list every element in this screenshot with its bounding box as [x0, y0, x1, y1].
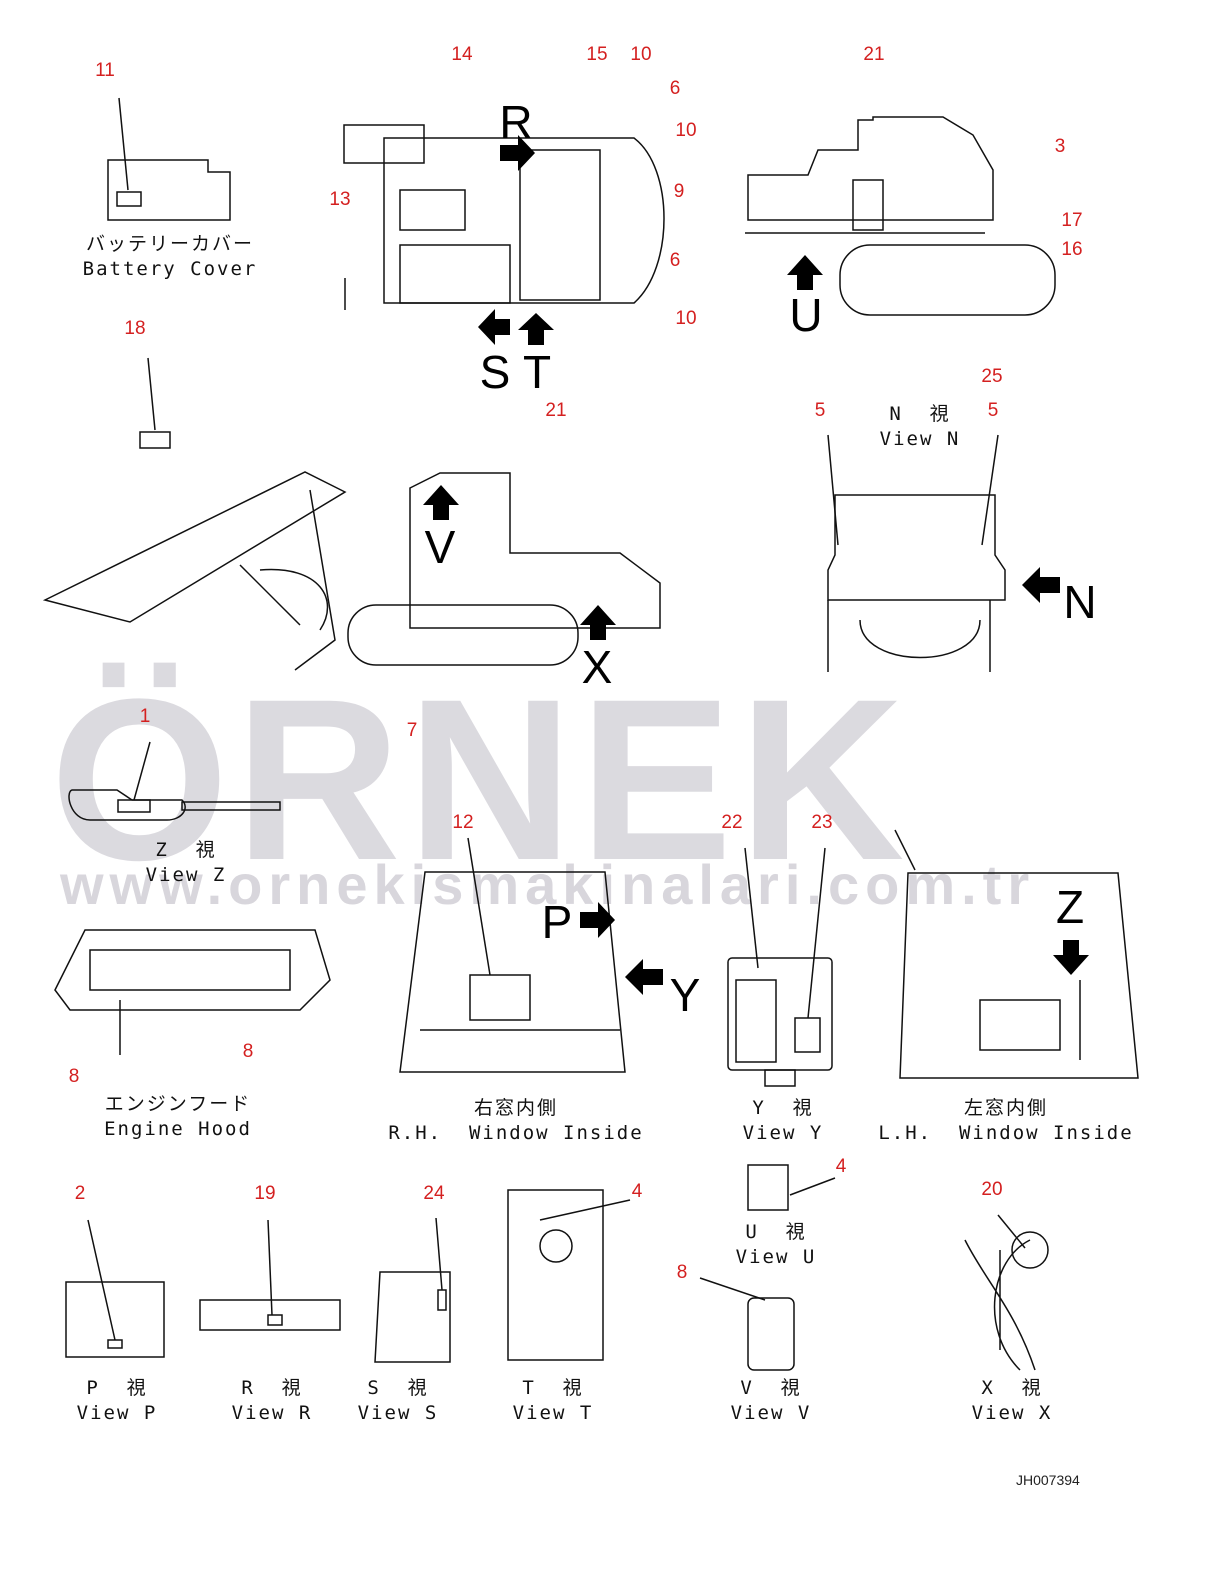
callout-21: 21 — [863, 44, 885, 65]
callout-20: 20 — [981, 1179, 1003, 1200]
view-letter-u: U — [789, 289, 823, 341]
view-t-drawing — [507, 1189, 631, 1361]
callout-21: 21 — [545, 400, 567, 421]
callout-7: 7 — [406, 720, 418, 741]
caption-view-u: U 視 View U — [735, 1221, 817, 1268]
callout-8: 8 — [68, 1066, 80, 1087]
callout-5: 5 — [987, 400, 999, 421]
caption-view-p: P 視 View P — [76, 1377, 158, 1424]
view-letter-n: N — [1063, 576, 1097, 628]
callout-25: 25 — [981, 366, 1003, 387]
watermark-url: www.ornekismakinalari.com.tr — [60, 853, 1036, 916]
top-view-drawing — [343, 124, 665, 310]
callout-10: 10 — [675, 308, 697, 329]
callout-6: 6 — [669, 250, 681, 271]
view-letter-r: R — [499, 96, 533, 148]
callout-8: 8 — [676, 1262, 688, 1283]
view-letter-s: S — [479, 346, 511, 398]
callout-16: 16 — [1061, 239, 1083, 260]
view-x-drawing — [964, 1214, 1049, 1371]
callout-3: 3 — [1054, 136, 1066, 157]
caption-view-t: T 視 View T — [512, 1377, 594, 1424]
view-letter-y: Y — [669, 969, 701, 1021]
caption-view-n: N 視 View N — [879, 403, 961, 450]
view-arrows — [423, 135, 1089, 995]
callout-24: 24 — [423, 1183, 445, 1204]
callout-19: 19 — [254, 1183, 276, 1204]
caption-view-r: R 視 View R — [231, 1377, 313, 1424]
callout-10: 10 — [675, 120, 697, 141]
caption-rh-window: 右窓内側 R.H. Window Inside — [388, 1097, 644, 1144]
view-r-drawing — [199, 1219, 341, 1331]
engine-hood-drawing — [54, 929, 331, 1055]
callout-4: 4 — [835, 1156, 847, 1177]
callout-2: 2 — [74, 1183, 86, 1204]
callout-1: 1 — [139, 706, 151, 727]
caption-engine-hood: エンジンフード Engine Hood — [104, 1093, 252, 1140]
callout-15: 15 — [586, 44, 608, 65]
view-p-drawing — [65, 1219, 165, 1358]
callout-11: 11 — [95, 60, 115, 81]
view-letter-v: V — [424, 521, 456, 573]
rh-window-drawing — [399, 837, 626, 1073]
watermark-logo: ÖRNEK — [50, 651, 911, 908]
view-letter-z: Z — [1055, 881, 1085, 933]
callout-10: 10 — [630, 44, 652, 65]
callout-8: 8 — [242, 1041, 254, 1062]
battery-cover-drawing — [107, 97, 231, 221]
callout-9: 9 — [673, 181, 685, 202]
caption-view-z: Z 視 View Z — [145, 839, 227, 886]
right-side-view-drawing — [745, 116, 1056, 316]
caption-lh-window: 左窓内側 L.H. Window Inside — [878, 1097, 1134, 1144]
callout-5: 5 — [814, 400, 826, 421]
part-18-drawing — [139, 431, 171, 449]
left-side-view-drawing — [42, 471, 661, 671]
view-letter-x: X — [581, 641, 613, 693]
callout-22: 22 — [721, 812, 743, 833]
view-letter-t: T — [522, 346, 552, 398]
view-letter-p: P — [541, 896, 573, 948]
drawing-code: JH007394 — [1016, 1472, 1080, 1488]
view-z-drawing — [68, 741, 281, 821]
caption-view-y: Y 視 View Y — [742, 1097, 824, 1144]
callout-4: 4 — [631, 1181, 643, 1202]
callout-23: 23 — [811, 812, 833, 833]
lh-window-drawing — [894, 829, 1139, 1079]
callout-12: 12 — [452, 812, 474, 833]
callout-14: 14 — [451, 44, 473, 65]
callout-6: 6 — [669, 78, 681, 99]
caption-view-s: S 視 View S — [357, 1377, 439, 1424]
caption-view-v: V 視 View V — [730, 1377, 812, 1424]
callout-17: 17 — [1061, 210, 1083, 231]
callout-18: 18 — [124, 318, 146, 339]
callout-13: 13 — [329, 189, 351, 210]
view-v-drawing — [699, 1277, 795, 1371]
caption-battery-cover: バッテリーカバー Battery Cover — [82, 233, 258, 280]
caption-view-x: X 視 View X — [971, 1377, 1053, 1424]
view-s-drawing — [374, 1217, 451, 1363]
view-y-panel-drawing — [727, 847, 833, 1087]
rear-view-drawing — [827, 434, 1006, 672]
view-u-drawing — [747, 1164, 836, 1211]
